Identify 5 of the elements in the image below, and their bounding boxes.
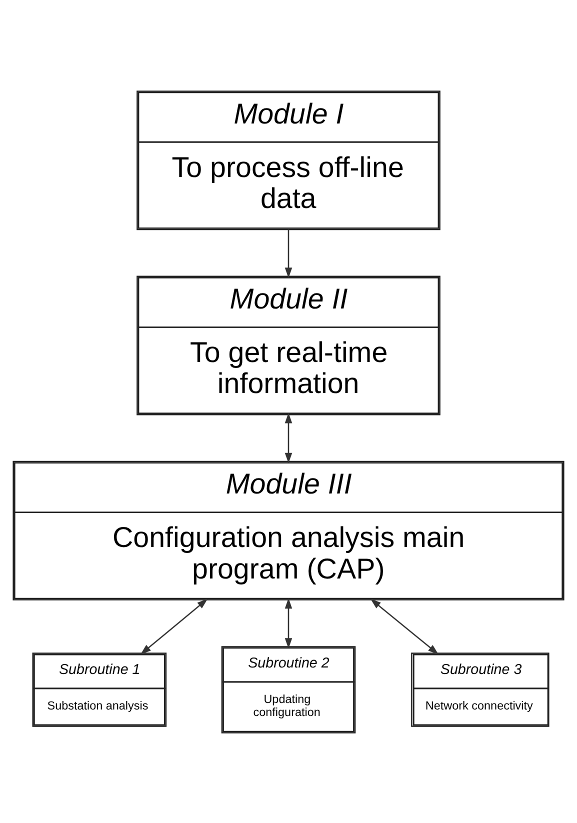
arrow (140, 598, 208, 654)
arrow (284, 412, 292, 463)
arrow (284, 598, 292, 648)
arrow (284, 229, 292, 278)
arrow (370, 598, 438, 654)
